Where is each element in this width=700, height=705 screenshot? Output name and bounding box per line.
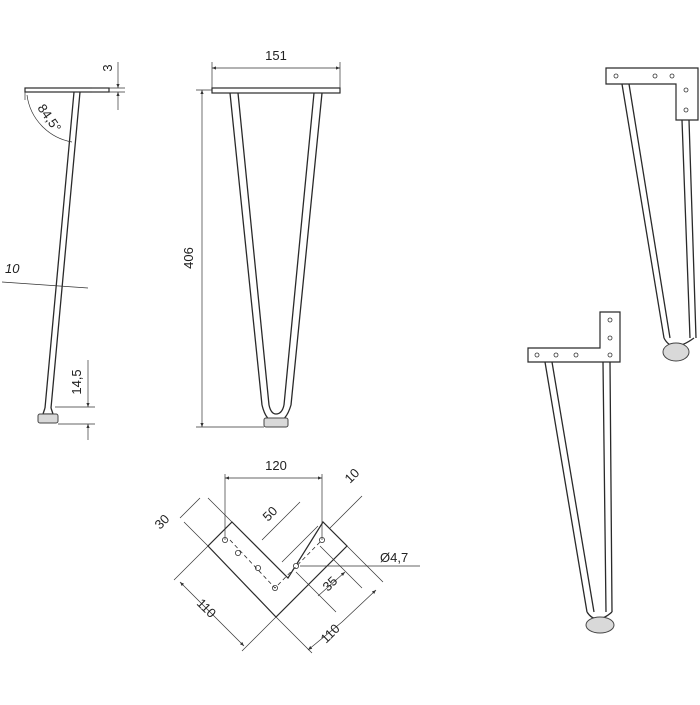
side-rod-bend <box>42 407 54 415</box>
plate-hole <box>683 107 689 113</box>
side-rod <box>44 91 81 409</box>
dim-10-label: 10 <box>5 261 20 276</box>
dim-406-extension <box>196 89 264 428</box>
perspective-top-foot <box>662 342 690 362</box>
plate-centerline <box>229 539 323 589</box>
side-foot <box>37 413 59 424</box>
perspective-bottom-plate <box>527 311 621 363</box>
plate-hole <box>607 352 613 358</box>
dim-30-line <box>179 497 201 519</box>
plate-hole <box>553 352 559 358</box>
plate-view: 120 10 50 Ø4,7 35 30 110 110 <box>152 458 420 654</box>
perspective-bottom-foot <box>585 616 615 634</box>
perspective-top-rod-b <box>681 119 697 339</box>
plate-hole <box>613 73 619 79</box>
perspective-top-plate <box>605 67 699 121</box>
dim-10-line <box>1 281 89 289</box>
front-rod-bend-inner <box>268 404 285 415</box>
dim-hole-label: Ø4,7 <box>380 550 408 565</box>
dim-35-label: 35 <box>320 573 341 594</box>
dim-151-extension <box>211 62 341 88</box>
dim-110-right-extension <box>275 545 384 654</box>
dim-110-left-arrow-top <box>179 581 213 615</box>
dim-14-5-label: 14,5 <box>69 369 84 394</box>
dim-120-extension <box>224 474 323 540</box>
perspective-bottom-rod-a <box>544 361 595 613</box>
dim-10-plate-label: 10 <box>342 465 363 486</box>
perspective-top-rod-a <box>621 83 671 339</box>
dim-110-left-arrow-bottom <box>211 613 245 647</box>
plate-hole <box>534 352 540 358</box>
front-view: 151 406 <box>181 48 341 428</box>
dim-50-label: 50 <box>260 503 281 524</box>
plate-hole <box>234 550 241 557</box>
dim-110-right-arrow-bottom <box>307 621 343 651</box>
plate-hole <box>607 335 613 341</box>
dim-406-label: 406 <box>181 247 196 269</box>
dim-30-label: 30 <box>152 511 173 532</box>
plate-outline <box>207 521 348 618</box>
dim-3-label: 3 <box>100 64 115 71</box>
front-rod-right <box>283 92 323 406</box>
plate-hole <box>683 87 689 93</box>
front-top-plate <box>211 87 341 94</box>
dim-50-extension <box>261 501 319 563</box>
perspective-view-top <box>605 67 699 362</box>
dim-120-label: 120 <box>265 458 287 473</box>
dim-151-label: 151 <box>265 48 287 63</box>
side-top-plate <box>24 87 110 93</box>
dim-30-extension <box>183 497 233 547</box>
side-view: 3 84,5° 10 14,5 <box>1 62 125 440</box>
front-rod-left <box>229 92 270 406</box>
plate-hole <box>607 317 613 323</box>
plate-hole <box>652 73 658 79</box>
front-foot <box>263 417 289 428</box>
dim-35-extension <box>295 545 363 613</box>
dim-110-right-arrow-top <box>341 589 377 623</box>
perspective-bottom-rod-b <box>602 361 613 613</box>
angle-arc <box>26 94 73 143</box>
dim-110-left-extension <box>173 545 277 652</box>
plate-hole <box>573 352 579 358</box>
dim-35-arrow <box>317 571 346 597</box>
plate-hole <box>254 565 261 572</box>
dim-10-plate-line <box>329 495 363 529</box>
plate-hole <box>669 73 675 79</box>
angle-label: 84,5° <box>35 101 65 135</box>
perspective-view-bottom <box>527 311 621 634</box>
dim-14-5-extension <box>55 406 95 425</box>
